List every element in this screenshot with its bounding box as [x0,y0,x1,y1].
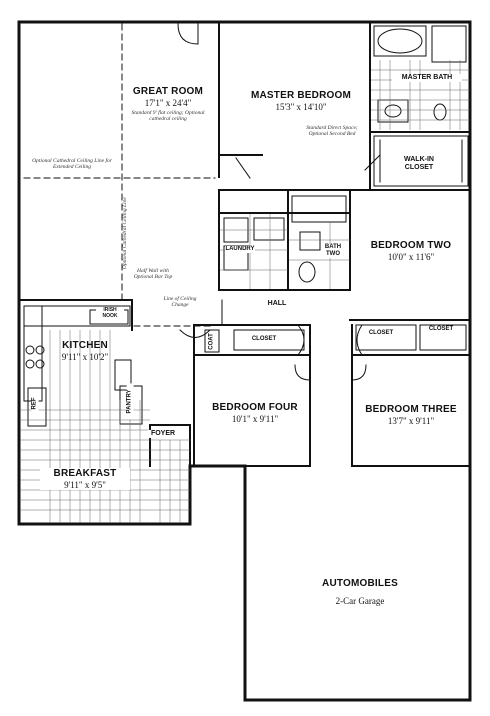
room-dims: 13'7" x 9'11" [387,415,435,426]
great-room-label: GREAT ROOM 17'1" x 24'4" Standard 9' fla… [118,86,218,122]
room-dims: 15'3" x 14'10" [275,101,327,112]
closet-shelves [204,135,469,353]
walk-in-closet-label: WALK-IN CLOSET [398,156,440,173]
laundry-fixtures [223,217,285,271]
coat-closet-label: COAT [208,333,215,350]
hall-label: HALL [267,300,287,307]
room-name: BEDROOM TWO [370,240,452,251]
pantry-label: PANTRY [126,383,134,420]
bath-two-label: BATH TWO [322,244,344,258]
kitchen-cabinets [23,305,143,427]
cathedral-ceiling-note: Optional Cathedral Ceiling Line for Exte… [32,158,112,171]
master-bath-fixtures [373,25,467,123]
ceiling-lines [23,23,216,327]
kitchen-label: KITCHEN 9'11" x 10'2" [50,340,120,362]
room-name: AUTOMOBILES [322,578,398,589]
room-dims: 2-Car Garage [335,595,385,606]
bedroom-four-label: BEDROOM FOUR 10'1" x 9'11" [200,402,310,424]
room-name: BEDROOM FOUR [212,402,298,413]
room-dims: 10'0" x 11'6" [387,251,435,262]
closet-bedroom-two-label: CLOSET [424,326,458,333]
line-of-ceiling-change-note: Line of Ceiling Change [163,296,197,309]
laundry-label: LAUNDRY [225,246,255,253]
breakfast-label: BREAKFAST 9'11" x 9'5" [40,468,130,490]
door-swings [177,23,381,381]
room-name: MASTER BEDROOM [250,90,352,101]
bedroom-three-label: BEDROOM THREE 13'7" x 9'11" [356,404,466,426]
tile-grid [20,60,470,523]
room-name: BREAKFAST [53,468,117,479]
bedroom-two-label: BEDROOM TWO 10'0" x 11'6" [356,240,466,262]
ref-label: REF [31,394,39,413]
exterior-walls [17,20,472,702]
half-wall-note: Half Wall with Optional Bar Top [133,268,173,281]
room-dims: 9'11" x 9'5" [64,479,106,490]
bath-two-fixtures [291,195,347,283]
closet-bedroom-three-label: CLOSET [364,330,398,337]
room-name: KITCHEN [62,340,108,351]
room-name: GREAT ROOM [132,86,204,97]
room-note: Standard 9' flat ceiling; Optional cathe… [131,109,205,123]
room-dims: 17'1" x 24'4" [144,97,192,108]
master-bedroom-note: Standard Direct Space; Optional Second B… [306,125,358,138]
master-bedroom-label: MASTER BEDROOM 15'3" x 14'10" [236,90,366,112]
closet-hall-label: CLOSET [244,336,284,343]
interior-walls [18,21,471,467]
master-bath-label: MASTER BATH [392,74,462,83]
garage-label: AUTOMOBILES 2-Car Garage [300,578,420,606]
irish-nook-label: IRISH NOOK [96,307,124,320]
foyer-label: FOYER [148,430,178,439]
room-name: BEDROOM THREE [365,404,457,415]
room-dims: 9'11" x 10'2" [61,351,109,362]
room-dims: 10'1" x 9'11" [231,413,279,424]
